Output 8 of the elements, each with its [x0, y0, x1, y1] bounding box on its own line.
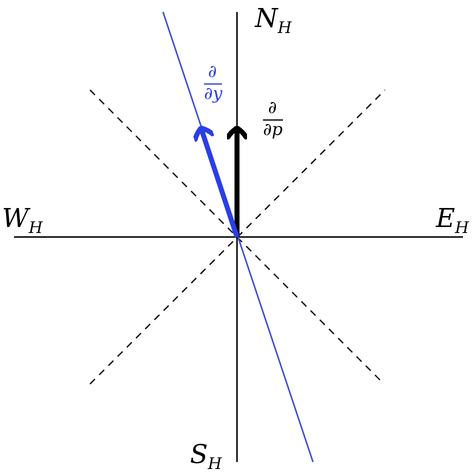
math-label: E$_{H}$	[436, 206, 469, 236]
math-label: W$_{H}$	[2, 206, 43, 236]
math-label: ∂	[208, 64, 217, 81]
math-label: ∂y	[204, 86, 222, 103]
math-label: ∂p	[263, 122, 283, 139]
math-label: N$_{H}$	[255, 6, 292, 36]
math-label: S$_{H}$	[190, 442, 222, 472]
math-label: ∂	[268, 100, 277, 117]
